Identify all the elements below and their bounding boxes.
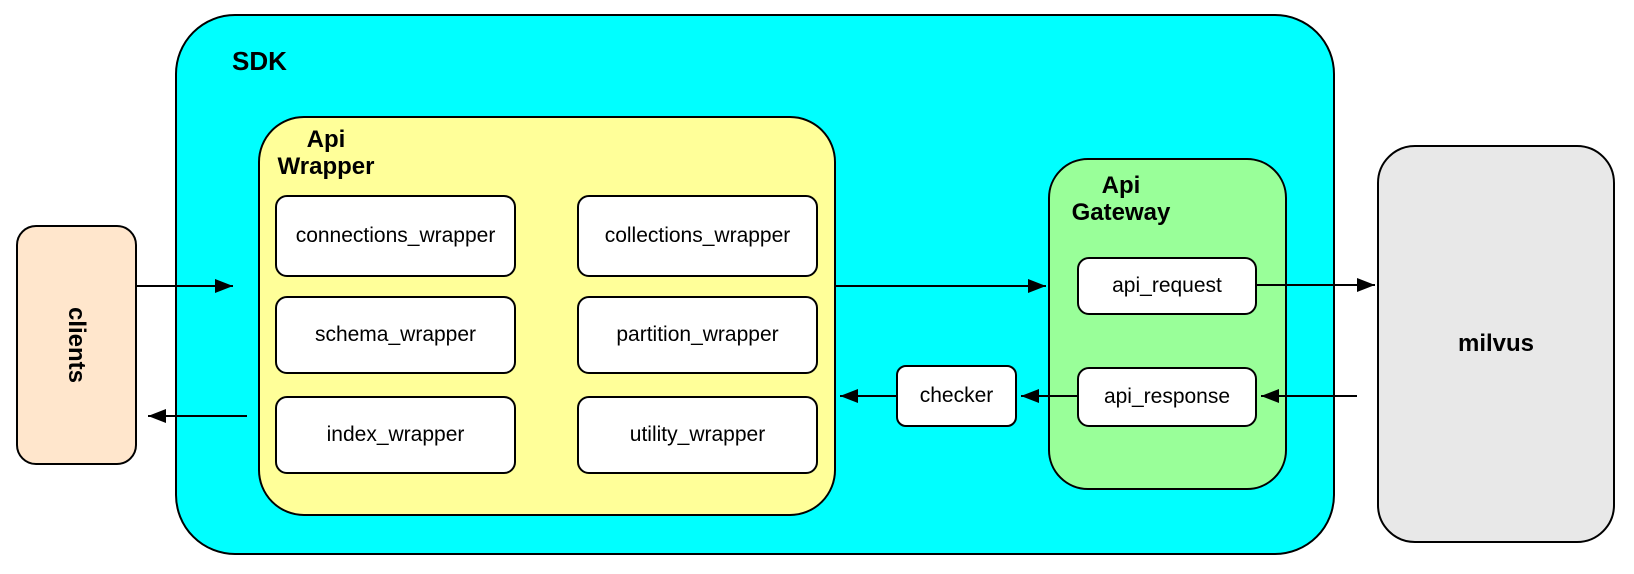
sdk-label: SDK (232, 46, 287, 76)
node-checker: checker (896, 365, 1017, 427)
api-gateway-label-line1: Api (1101, 172, 1141, 199)
node-api-request: api_request (1077, 257, 1257, 315)
api-wrapper-label: Api Wrapper (264, 126, 388, 180)
node-api-gateway: Api Gateway (1048, 158, 1287, 490)
clients-label: clients (63, 306, 91, 384)
node-collections-wrapper: collections_wrapper (577, 195, 818, 277)
node-utility-wrapper: utility_wrapper (577, 396, 818, 474)
node-connections-wrapper: connections_wrapper (275, 195, 516, 277)
api-gateway-label: Api Gateway (1052, 172, 1190, 226)
node-clients: clients (16, 225, 137, 465)
node-schema-wrapper: schema_wrapper (275, 296, 516, 374)
api-gateway-label-line2: Gateway (1071, 199, 1171, 226)
node-partition-wrapper: partition_wrapper (577, 296, 818, 374)
milvus-label: milvus (1457, 330, 1535, 357)
node-index-wrapper: index_wrapper (275, 396, 516, 474)
api-wrapper-label-line2: Wrapper (277, 153, 375, 180)
node-milvus: milvus (1377, 145, 1615, 543)
api-wrapper-label-line1: Api (306, 126, 346, 153)
node-api-response: api_response (1077, 367, 1257, 427)
